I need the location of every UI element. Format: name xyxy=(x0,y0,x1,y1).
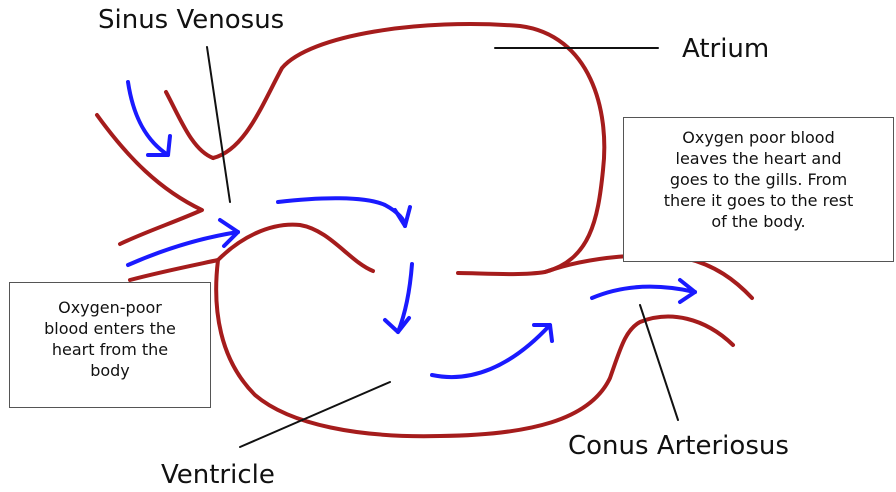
note-leave-line: goes to the gills. From xyxy=(624,169,893,190)
note-enter-line: heart from the xyxy=(10,339,210,360)
flow-arrow-conus-out xyxy=(592,280,695,302)
note-enter-line: body xyxy=(10,360,210,381)
note-blood-leaves: Oxygen poor blood leaves the heart and g… xyxy=(623,117,894,262)
flow-arrow-sinus-inlet xyxy=(128,82,170,155)
conus-arteriosus-label: Conus Arteriosus xyxy=(568,433,789,459)
note-leave-line: Oxygen poor blood xyxy=(624,127,893,148)
blood-flow-arrows xyxy=(128,82,695,377)
sinus-venosus-upper-wall xyxy=(166,92,213,158)
flow-arrow-ventricle-out xyxy=(432,325,552,377)
leader-conus-arteriosus xyxy=(640,305,678,420)
sinus-venosus-funnel-lower xyxy=(130,225,373,280)
note-enter-line: blood enters the xyxy=(10,318,210,339)
note-leave-line: of the body. xyxy=(624,211,893,232)
ventricle-label: Ventricle xyxy=(161,462,275,488)
note-blood-enters: Oxygen-poor blood enters the heart from … xyxy=(9,282,211,408)
leader-sinus-venosus xyxy=(207,47,230,202)
flow-arrow-into-ventricle xyxy=(385,264,412,332)
note-enter-line: Oxygen-poor xyxy=(10,297,210,318)
leader-ventricle xyxy=(240,382,390,447)
note-leave-line: leaves the heart and xyxy=(624,148,893,169)
sinus-venosus-label: Sinus Venosus xyxy=(98,7,284,33)
atrium-wall xyxy=(213,24,604,274)
atrium-label: Atrium xyxy=(682,36,769,62)
leader-lines xyxy=(207,47,678,447)
flow-arrow-into-atrium xyxy=(278,198,410,226)
note-leave-line: there it goes to the rest xyxy=(624,190,893,211)
